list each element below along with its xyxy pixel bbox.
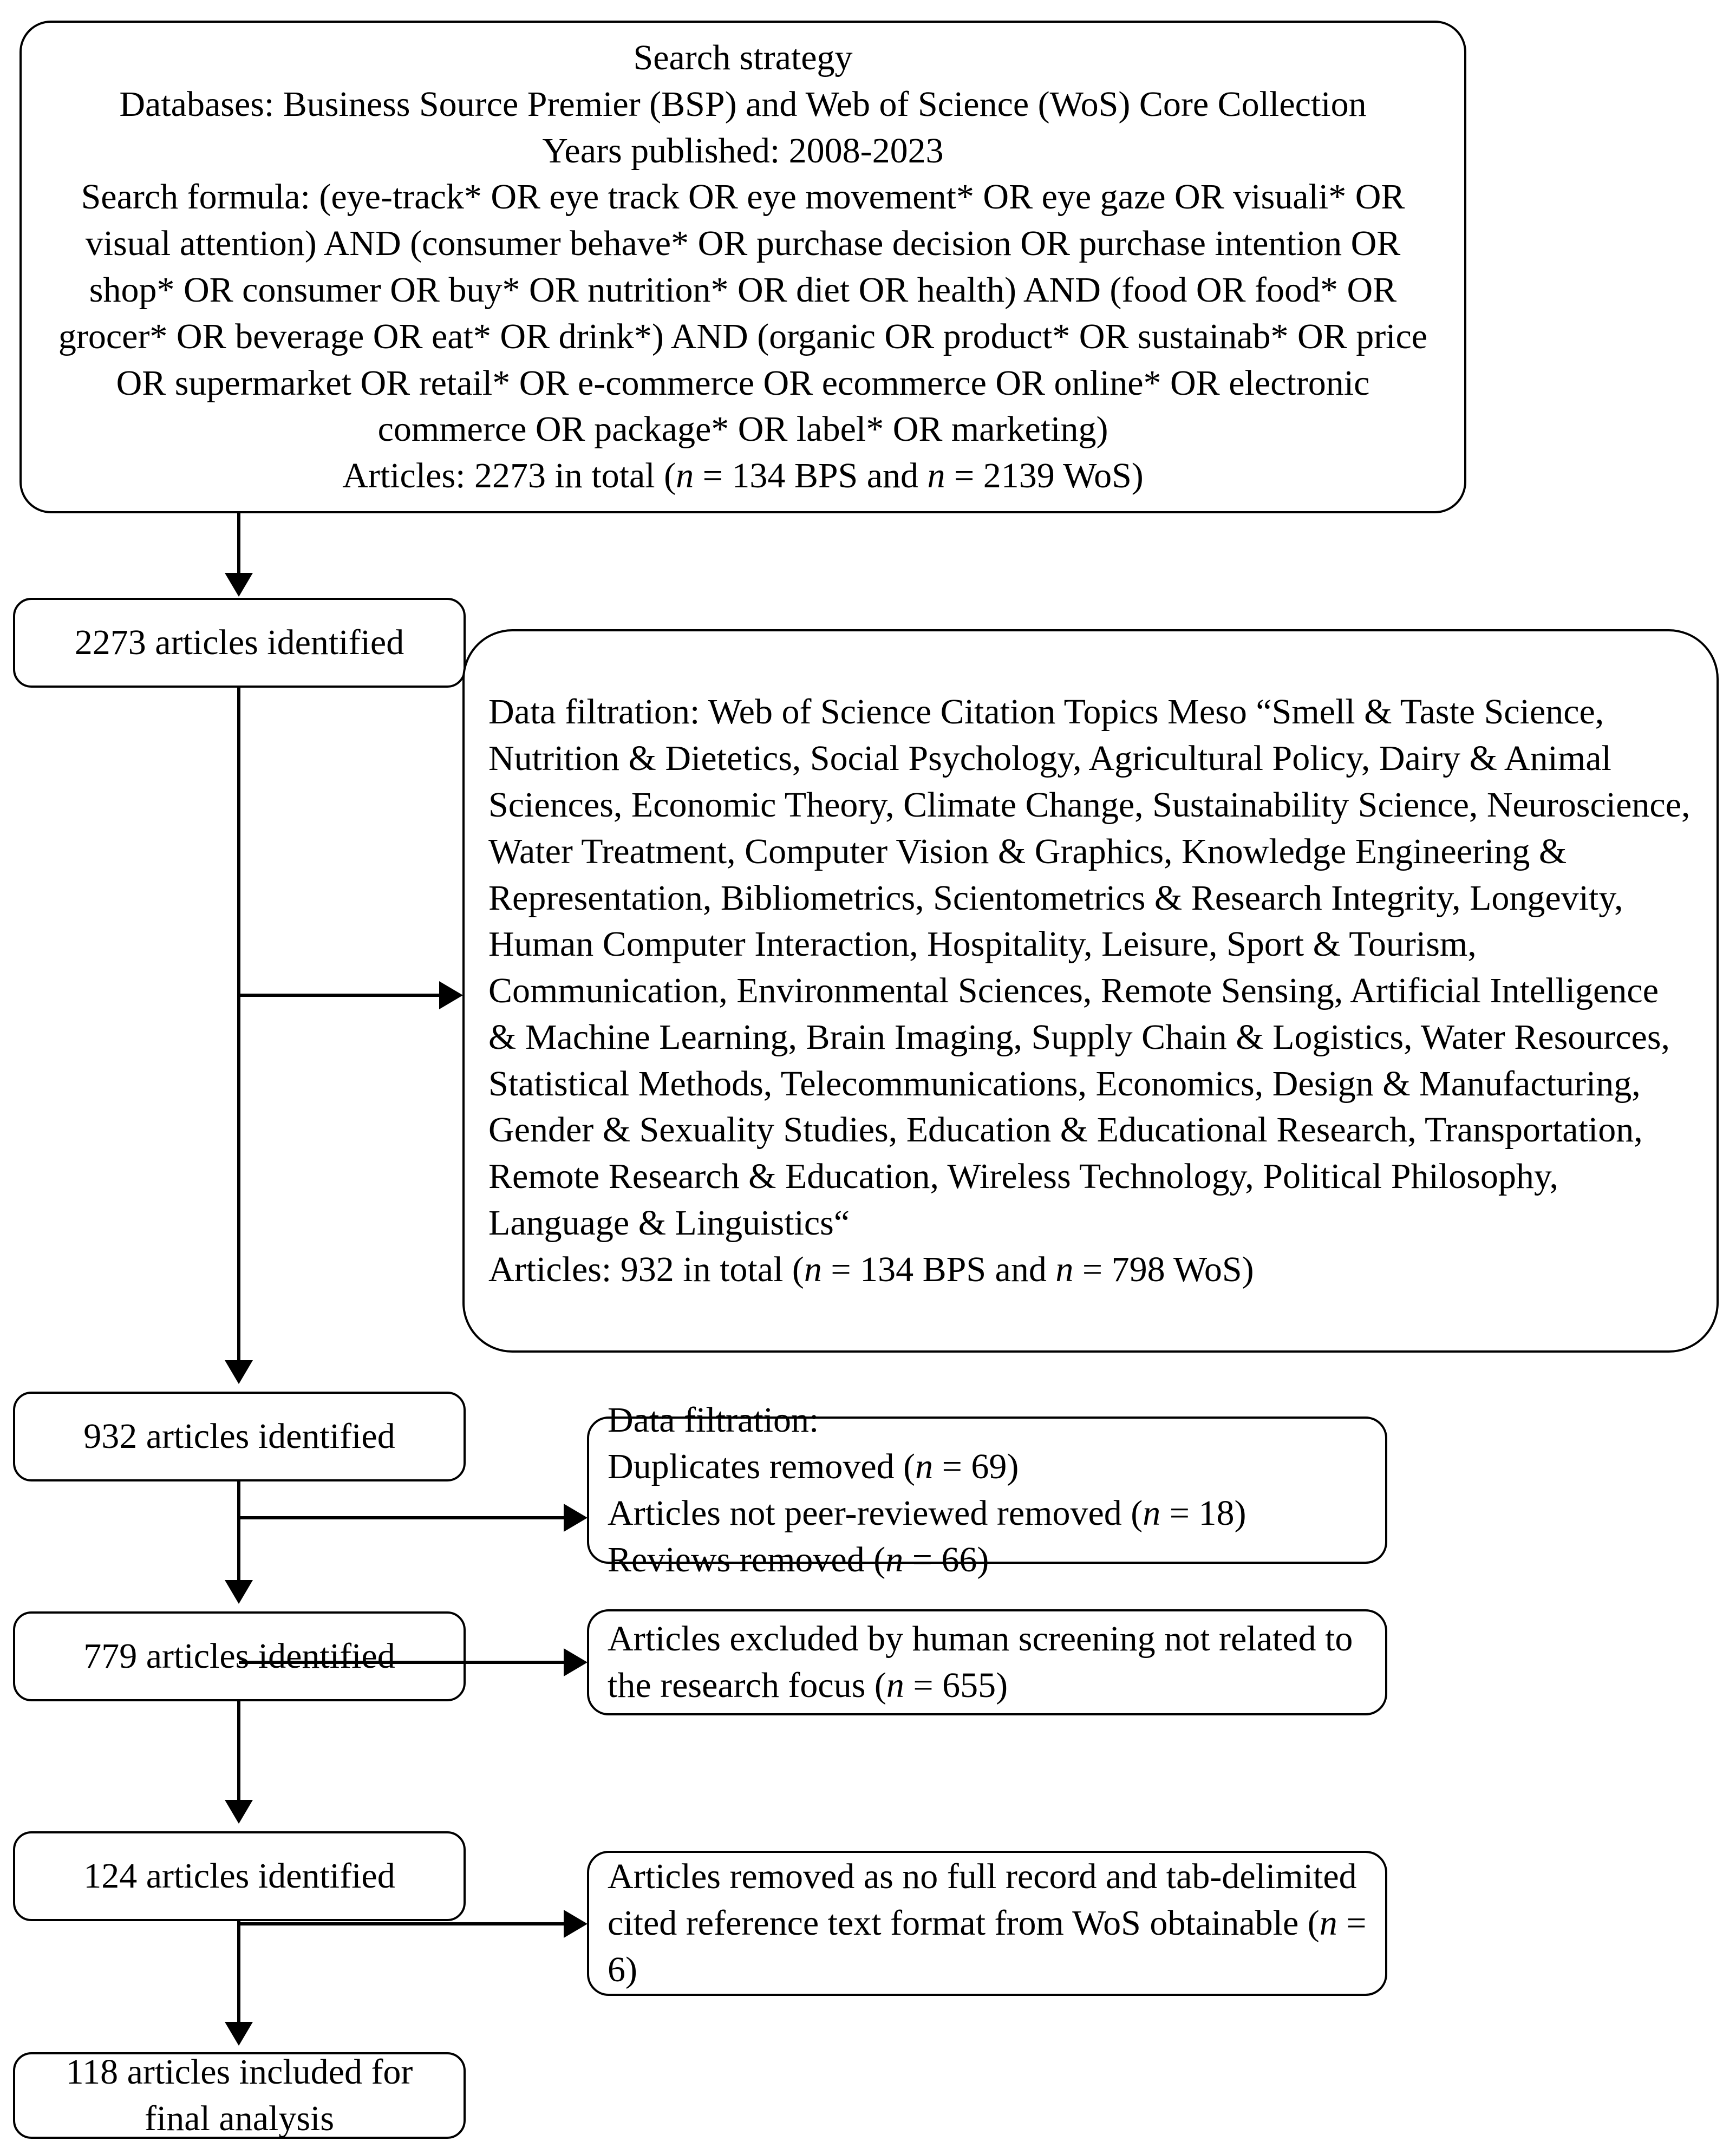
- excluded-human-screening-box: Articles excluded by human screening not…: [587, 1609, 1387, 1715]
- n-symbol: n: [804, 1249, 822, 1289]
- connector-line: [237, 688, 240, 1362]
- n-symbol: n: [1055, 1249, 1074, 1289]
- duplicates-removed-row: Duplicates removed (n = 69): [608, 1444, 1019, 1490]
- articles-total-prefix: Articles: 2273 in total (: [342, 456, 676, 496]
- removed-norecord-prefix: Articles removed as no full record and t…: [608, 1857, 1357, 1943]
- n-symbol: n: [927, 456, 945, 496]
- search-strategy-article-count: Articles: 2273 in total (n = 134 BPS and…: [342, 453, 1144, 499]
- filtration-topics-box: Data filtration: Web of Science Citation…: [462, 629, 1719, 1353]
- search-strategy-title: Search strategy: [633, 38, 853, 78]
- reviews-removed-row: Reviews removed (n = 66): [608, 1537, 989, 1583]
- filtration-topics-body: Data filtration: Web of Science Citation…: [488, 692, 1691, 1243]
- articles-932-mid: = 134 BPS and: [821, 1249, 1056, 1289]
- node-932-articles-identified: 932 articles identified: [13, 1392, 466, 1481]
- node-779-label: 779 articles identified: [83, 1636, 395, 1676]
- duplicates-removed-suffix: = 69): [933, 1447, 1019, 1487]
- reviews-removed-suffix: = 66): [903, 1539, 989, 1579]
- arrow-right-icon: [564, 1648, 588, 1676]
- connector-line: [239, 1661, 565, 1664]
- node-2273-articles-identified: 2273 articles identified: [13, 598, 466, 688]
- not-peer-reviewed-suffix: = 18): [1160, 1493, 1246, 1533]
- node-124-articles-identified: 124 articles identified: [13, 1831, 466, 1921]
- search-strategy-years: Years published: 2008-2023: [542, 130, 944, 171]
- arrow-down-icon: [225, 1800, 253, 1824]
- excluded-human-text: Articles excluded by human screening not…: [608, 1616, 1367, 1709]
- removed-no-full-record-text: Articles removed as no full record and t…: [608, 1853, 1367, 1993]
- not-peer-reviewed-row: Articles not peer-reviewed removed (n = …: [608, 1490, 1246, 1537]
- connector-line: [239, 1922, 565, 1925]
- node-118-articles-included: 118 articles included for final analysis: [13, 2052, 466, 2139]
- articles-932-suffix: = 798 WoS): [1073, 1249, 1254, 1289]
- node-118-label-line1: 118 articles included for: [66, 2052, 413, 2092]
- removed-no-full-record-box: Articles removed as no full record and t…: [587, 1851, 1387, 1996]
- excluded-human-suffix: = 655): [904, 1666, 1008, 1705]
- not-peer-reviewed-prefix: Articles not peer-reviewed removed (: [608, 1493, 1143, 1533]
- arrow-down-icon: [225, 2022, 253, 2046]
- node-2273-label: 2273 articles identified: [74, 623, 404, 663]
- filtration-topics-article-count: Articles: 932 in total (n = 134 BPS and …: [488, 1246, 1254, 1293]
- n-symbol: n: [676, 456, 694, 496]
- articles-932-prefix: Articles: 932 in total (: [488, 1249, 804, 1289]
- arrow-down-icon: [225, 1580, 253, 1604]
- n-symbol: n: [915, 1447, 934, 1487]
- n-symbol: n: [885, 1539, 904, 1579]
- node-779-articles-identified: 779 articles identified: [13, 1611, 466, 1701]
- duplicates-removed-prefix: Duplicates removed (: [608, 1447, 916, 1487]
- filtration-duplicates-heading: Data filtration:: [608, 1400, 819, 1440]
- connector-line: [239, 994, 440, 997]
- search-strategy-box: Search strategy Databases: Business Sour…: [19, 21, 1466, 513]
- n-symbol: n: [886, 1666, 904, 1705]
- articles-total-suffix: = 2139 WoS): [945, 456, 1144, 496]
- connector-line: [237, 1481, 240, 1582]
- arrow-down-icon: [225, 573, 253, 597]
- n-symbol: n: [1143, 1493, 1161, 1533]
- arrow-right-icon: [564, 1504, 588, 1532]
- connector-line: [237, 1701, 240, 1802]
- removed-norecord-suffix: = 6): [608, 1903, 1367, 1989]
- arrow-right-icon: [564, 1910, 588, 1938]
- search-strategy-formula: Search formula: (eye-track* OR eye track…: [58, 177, 1428, 449]
- node-124-label: 124 articles identified: [83, 1856, 395, 1896]
- arrow-right-icon: [439, 981, 463, 1009]
- excluded-human-prefix: Articles excluded by human screening not…: [608, 1619, 1353, 1705]
- connector-line: [239, 1516, 565, 1519]
- reviews-removed-prefix: Reviews removed (: [608, 1539, 886, 1579]
- node-118-label-line2: final analysis: [144, 2099, 335, 2138]
- connector-line: [237, 513, 240, 575]
- connector-line: [237, 1921, 240, 2024]
- arrow-down-icon: [225, 1360, 253, 1384]
- search-strategy-databases: Databases: Business Source Premier (BSP)…: [119, 84, 1367, 124]
- articles-total-mid: = 134 BPS and: [694, 456, 928, 496]
- filtration-duplicates-box: Data filtration: Duplicates removed (n =…: [587, 1400, 1387, 1579]
- n-symbol: n: [1319, 1903, 1337, 1943]
- node-932-label: 932 articles identified: [83, 1417, 395, 1457]
